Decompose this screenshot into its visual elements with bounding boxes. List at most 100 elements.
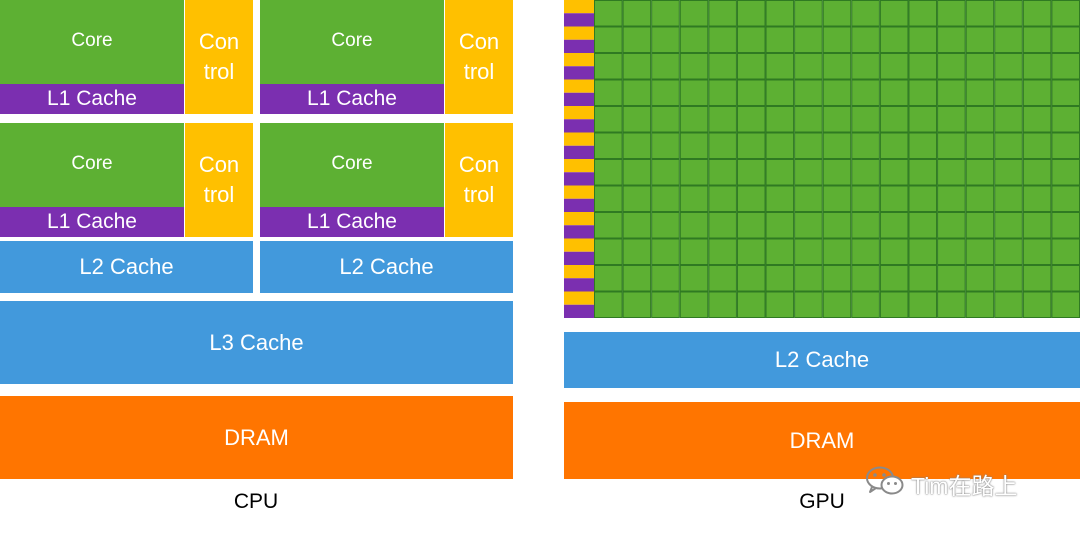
watermark-text: Tim在路上: [911, 473, 1018, 499]
gpu-core-cell: [965, 291, 995, 318]
gpu-control-unit: [564, 132, 594, 146]
gpu-core-cell: [736, 291, 766, 318]
gpu-core-cell: [736, 79, 766, 106]
gpu-core-cell: [794, 265, 823, 292]
gpu-core-cell: [908, 185, 938, 212]
gpu-core-grid-svg: [564, 0, 1080, 318]
cpu-l3-cache: L3 Cache: [0, 301, 513, 384]
gpu-core-cell: [965, 26, 995, 53]
gpu-core-cell: [994, 53, 1023, 80]
gpu-core-cell: [994, 185, 1023, 212]
gpu-core-cell: [994, 238, 1023, 265]
gpu-core-cell: [851, 185, 880, 212]
gpu-core-cell: [851, 53, 880, 80]
gpu-core-cell: [708, 106, 737, 133]
gpu-control-unit: [564, 53, 594, 67]
gpu-l2-cache-label: L2 Cache: [774, 347, 870, 372]
gpu-core-cell: [879, 53, 909, 80]
gpu-core-cell: [708, 0, 737, 27]
gpu-core-cell: [937, 106, 966, 133]
gpu-core-cell: [765, 265, 795, 292]
gpu-core-cell: [908, 26, 938, 53]
cpu-l3-cache-label: L3 Cache: [209, 329, 304, 355]
gpu-core-cell: [651, 159, 680, 186]
gpu-core-cell: [679, 0, 709, 27]
gpu-core-cell: [1022, 53, 1052, 80]
gpu-core-cell: [851, 106, 880, 133]
gpu-core-cell: [594, 185, 623, 212]
wechat-icon: [865, 465, 905, 503]
gpu-core-cell: [679, 238, 709, 265]
gpu-core-cell: [594, 238, 623, 265]
gpu-core-cell: [765, 185, 795, 212]
cpu-control-4-label: Con trol: [458, 152, 500, 207]
cpu-l1-cache-1-label: L1 Cache: [47, 87, 137, 110]
gpu-core-cell: [1051, 79, 1080, 106]
gpu-core-cell: [879, 79, 909, 106]
gpu-core-cell: [1022, 106, 1052, 133]
gpu-core-cell: [794, 185, 823, 212]
gpu-core-cell: [1022, 0, 1052, 27]
gpu-core-cell: [622, 291, 652, 318]
gpu-core-cell: [965, 185, 995, 212]
gpu-core-cell: [765, 238, 795, 265]
gpu-core-cell: [1051, 238, 1080, 265]
gpu-core-cell: [622, 26, 652, 53]
gpu-core-cell: [708, 238, 737, 265]
gpu-core-cell: [708, 185, 737, 212]
gpu-l2-cache: L2 Cache: [564, 332, 1080, 388]
gpu-core-cell: [851, 26, 880, 53]
gpu-core-cell: [679, 53, 709, 80]
gpu-core-cell: [1051, 185, 1080, 212]
gpu-core-cell: [937, 26, 966, 53]
gpu-core-cell: [736, 53, 766, 80]
gpu-l1-cache-unit: [564, 198, 594, 212]
gpu-core-cell: [708, 291, 737, 318]
gpu-control-unit: [564, 212, 594, 226]
gpu-core-cell: [594, 291, 623, 318]
gpu-core-cell: [908, 53, 938, 80]
gpu-core-cell: [1051, 212, 1080, 239]
cpu-l2-cache-right-label: L2 Cache: [339, 254, 434, 279]
gpu-core-cell: [908, 291, 938, 318]
gpu-core-cell: [937, 159, 966, 186]
gpu-core-cell: [1022, 79, 1052, 106]
gpu-core-cell: [736, 265, 766, 292]
gpu-control-unit: [564, 291, 594, 305]
gpu-core-cell: [794, 238, 823, 265]
gpu-core-cell: [851, 291, 880, 318]
cpu-control-1: Con trol: [185, 0, 253, 114]
cpu-dram-label: DRAM: [224, 424, 289, 450]
gpu-core-cell: [994, 132, 1023, 159]
gpu-core-cell: [822, 79, 852, 106]
gpu-core-cell: [736, 159, 766, 186]
gpu-core-cell: [937, 132, 966, 159]
gpu-control-unit: [564, 159, 594, 173]
gpu-core-cell: [937, 53, 966, 80]
gpu-core-cell: [822, 212, 852, 239]
gpu-core-cell: [736, 132, 766, 159]
gpu-core-cell: [594, 212, 623, 239]
gpu-core-cell: [1051, 159, 1080, 186]
gpu-core-cell: [622, 132, 652, 159]
gpu-core-cell: [1022, 26, 1052, 53]
gpu-core-cell: [965, 212, 995, 239]
gpu-core-cell: [994, 106, 1023, 133]
gpu-core-cell: [879, 26, 909, 53]
gpu-core-cell: [765, 106, 795, 133]
cpu-control-1-label: Con trol: [198, 29, 240, 84]
gpu-core-cell: [651, 26, 680, 53]
gpu-core-cell: [736, 0, 766, 27]
gpu-core-cell: [736, 238, 766, 265]
gpu-core-cell: [822, 238, 852, 265]
gpu-core-cell: [879, 159, 909, 186]
gpu-core-cell: [765, 53, 795, 80]
gpu-core-cell: [794, 291, 823, 318]
gpu-core-cell: [1051, 265, 1080, 292]
gpu-core-cell: [708, 132, 737, 159]
gpu-l1-cache-unit: [564, 145, 594, 159]
gpu-core-cell: [851, 159, 880, 186]
gpu-core-cell: [651, 106, 680, 133]
gpu-core-cell: [622, 238, 652, 265]
gpu-core-cell: [794, 132, 823, 159]
